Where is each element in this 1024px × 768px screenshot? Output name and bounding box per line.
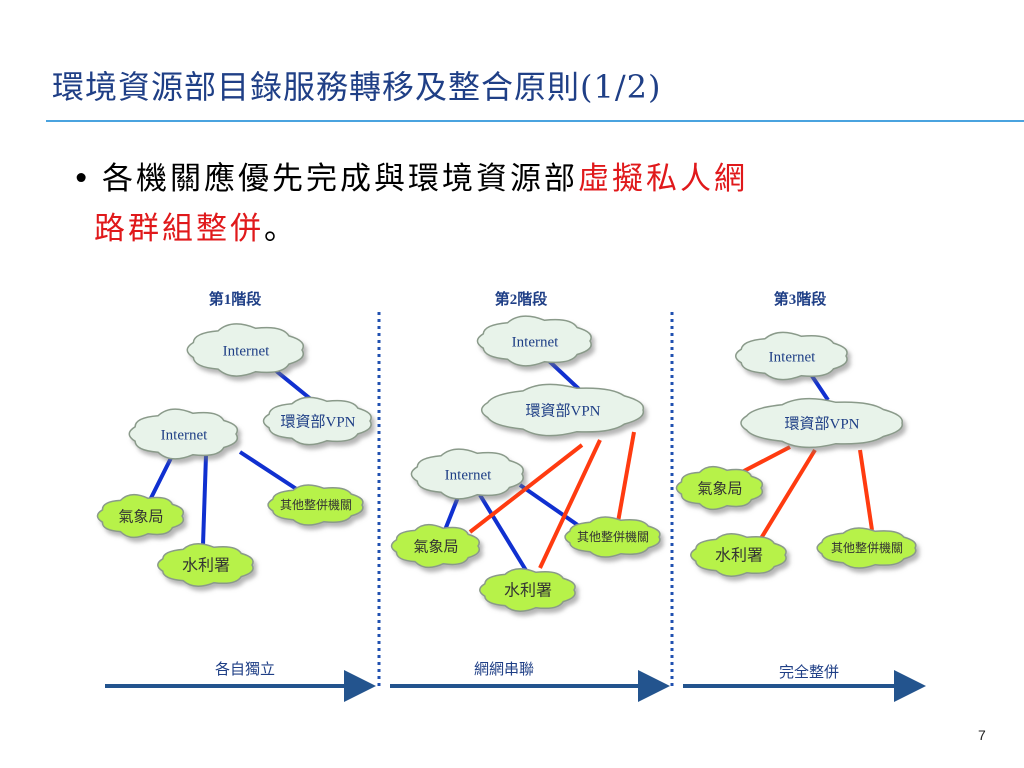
bullet-text-end: 。 <box>264 211 298 247</box>
stage-2-other-agencies-cloud-shape <box>564 516 661 558</box>
stage-3-weather-bureau-cloud-shape <box>675 465 764 511</box>
stage-2-heading: 第2階段 <box>495 290 548 308</box>
stage-1-internet-local-cloud-label: Internet <box>161 427 208 443</box>
stage-3-internet-cloud-shape <box>734 331 848 381</box>
stage-1-internet-cloud: Internet <box>186 323 305 377</box>
stage-1-internet-local-cloud-shape <box>128 408 239 460</box>
page-number: 7 <box>978 727 986 743</box>
stage-2-internet-local-cloud: Internet <box>410 448 524 500</box>
slide-title: 環境資源部目錄服務轉移及整合原則(1/2) <box>52 68 662 106</box>
stage-3-other-agencies-cloud-shape <box>816 527 917 569</box>
stage-2-water-agency-cloud-shape <box>479 568 576 612</box>
stage-1-vpn-cloud-shape <box>262 396 372 446</box>
stage-3-vpn-cloud-label: 環資部VPN <box>784 415 859 432</box>
bullet-marker: • <box>72 161 94 197</box>
stage-2-internet-cloud: Internet <box>476 315 592 367</box>
stage-1-water-agency-cloud-label: 水利署 <box>182 557 230 575</box>
stage-3-vpn-cloud-shape <box>740 397 903 449</box>
stage-3-water-agency-cloud-shape <box>690 533 787 577</box>
stage-3-weather-bureau-cloud-label: 氣象局 <box>697 480 742 497</box>
stage-2-vpn-cloud: 環資部VPN <box>480 383 645 437</box>
stage-3-heading: 第3階段 <box>774 290 827 308</box>
stage-1-internet-cloud-label: Internet <box>223 343 270 359</box>
bullet-text-highlight: 虛擬私人網 <box>578 161 748 197</box>
stage-1-heading: 第1階段 <box>209 290 262 308</box>
stage-2-vpn-cloud-shape <box>480 383 645 437</box>
stage-1-water-agency-cloud-shape <box>157 543 254 587</box>
stage-1-water-agency-cloud: 水利署 <box>157 543 254 587</box>
stage-3-other-agencies-cloud-label: 其他整併機關 <box>831 540 903 555</box>
stage-3-water-agency-cloud-label: 水利署 <box>715 547 763 565</box>
stage-1-other-agencies-cloud: 其他整併機關 <box>267 484 364 526</box>
stage-2-weather-bureau-cloud-label: 氣象局 <box>413 538 458 555</box>
stage-2-links <box>443 358 636 574</box>
stage-2-weather-bureau-cloud: 氣象局 <box>390 523 480 569</box>
stage-1-internet-cloud-shape <box>186 323 305 377</box>
stage-2-other-agencies-cloud-label: 其他整併機關 <box>577 529 649 544</box>
stage-3-internet-cloud-label: Internet <box>769 349 816 365</box>
stage-1-weather-bureau-cloud: 氣象局 <box>96 493 185 539</box>
bullet-text-black: 各機關應優先完成與環境資源部 <box>102 161 578 197</box>
stage-2-water-agency-cloud-label: 水利署 <box>504 582 552 600</box>
stage-1-weather-bureau-cloud-label: 氣象局 <box>118 508 163 525</box>
bullet-text-highlight-2: 路群組整併 <box>94 211 264 247</box>
stage-1-other-agencies-cloud-label: 其他整併機關 <box>280 497 352 512</box>
stage-2-vpn-cloud-label: 環資部VPN <box>525 402 600 419</box>
stage-1-vpn-cloud: 環資部VPN <box>262 396 372 446</box>
stage-2-arrow-label: 網網串聯 <box>474 660 534 678</box>
bullet-line-1: 各機關應優先完成與環境資源部虛擬私人網 <box>102 154 748 204</box>
stage-3-weather-bureau-cloud: 氣象局 <box>675 465 764 511</box>
stage-3-links <box>741 374 874 542</box>
stage-1-internet-local-cloud: Internet <box>128 408 239 460</box>
stage-3-arrow-label: 完全整併 <box>779 663 839 681</box>
stage-2-water-agency-cloud: 水利署 <box>479 568 576 612</box>
title-divider <box>46 120 1024 122</box>
stage-1-arrow-label: 各自獨立 <box>215 660 275 678</box>
bullet-line-2: 路群組整併。 <box>94 204 298 254</box>
stage-3-water-agency-cloud: 水利署 <box>690 533 787 577</box>
stage-3-other-agencies-cloud: 其他整併機關 <box>816 527 917 569</box>
stage-2-internet-cloud-shape <box>476 315 592 367</box>
stage-2-weather-bureau-cloud-shape <box>390 523 480 569</box>
stage-1-vpn-cloud-label: 環資部VPN <box>280 413 355 430</box>
stage-3-internet-cloud: Internet <box>734 331 848 381</box>
stage-2-other-agencies-cloud: 其他整併機關 <box>564 516 661 558</box>
stage-1-weather-bureau-cloud-shape <box>96 493 185 539</box>
stage-2-internet-local-cloud-shape <box>410 448 524 500</box>
stage-3-vpn-cloud: 環資部VPN <box>740 397 903 449</box>
stage-2-internet-local-cloud-label: Internet <box>445 467 492 483</box>
stage-2-internet-cloud-label: Internet <box>512 334 559 350</box>
stage-1-other-agencies-cloud-shape <box>267 484 364 526</box>
